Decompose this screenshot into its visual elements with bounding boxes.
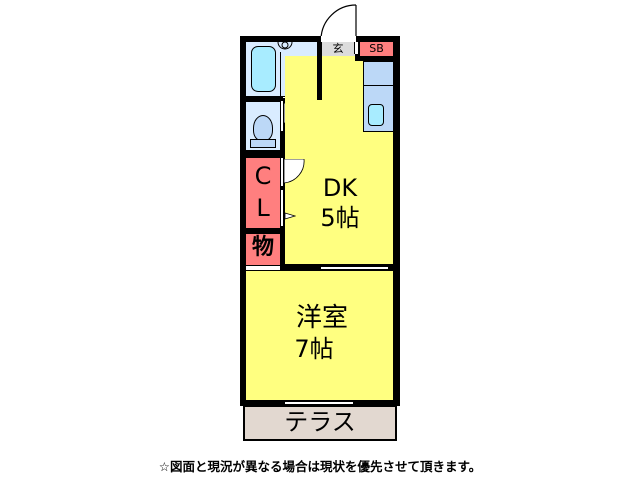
closet-door-mullion <box>280 186 284 190</box>
toilet-door <box>280 101 284 131</box>
entrance-area <box>322 42 355 56</box>
storage <box>246 234 280 265</box>
entrance-opening <box>321 36 356 42</box>
wall-segment <box>355 56 393 61</box>
bath-divider <box>280 52 281 96</box>
terrace-window <box>285 401 353 405</box>
terrace <box>243 405 397 441</box>
room-western <box>246 271 393 400</box>
closet-label-l: L <box>256 194 270 222</box>
western-room-size: 7帖 <box>294 335 334 363</box>
western-room-name: 洋室 <box>295 303 348 333</box>
shoe-box-label: SB <box>369 42 384 55</box>
storage-door <box>246 266 280 270</box>
terrace-label: テラス <box>284 408 356 436</box>
dk-name: DK <box>322 174 358 202</box>
toilet-tank-icon <box>250 139 276 148</box>
closet <box>246 158 280 228</box>
wall-segment <box>317 42 322 100</box>
entrance-label: 玄 <box>332 42 344 55</box>
sink-icon <box>368 104 384 126</box>
shoe-box <box>360 42 393 56</box>
closet-door <box>280 158 284 226</box>
toilet-bowl-icon <box>253 115 273 141</box>
closet-door-swing-icon <box>284 159 305 184</box>
sliding-door-dk-room <box>321 266 388 270</box>
entrance-door-swing-icon <box>320 4 357 40</box>
dk-mid <box>285 100 320 130</box>
bathtub-icon <box>251 46 276 92</box>
entrance-step <box>354 42 358 54</box>
storage-label: 物 <box>251 235 274 260</box>
washbasin-icon <box>277 42 293 50</box>
closet-label-c: C <box>254 162 272 190</box>
disclaimer-note: ☆図面と現況が異なる場合は現状を優先させて頂きます。 <box>158 459 482 474</box>
dk-size: 5帖 <box>320 204 360 232</box>
counter-divider <box>363 85 393 86</box>
closet-door-marker-icon <box>284 212 296 220</box>
